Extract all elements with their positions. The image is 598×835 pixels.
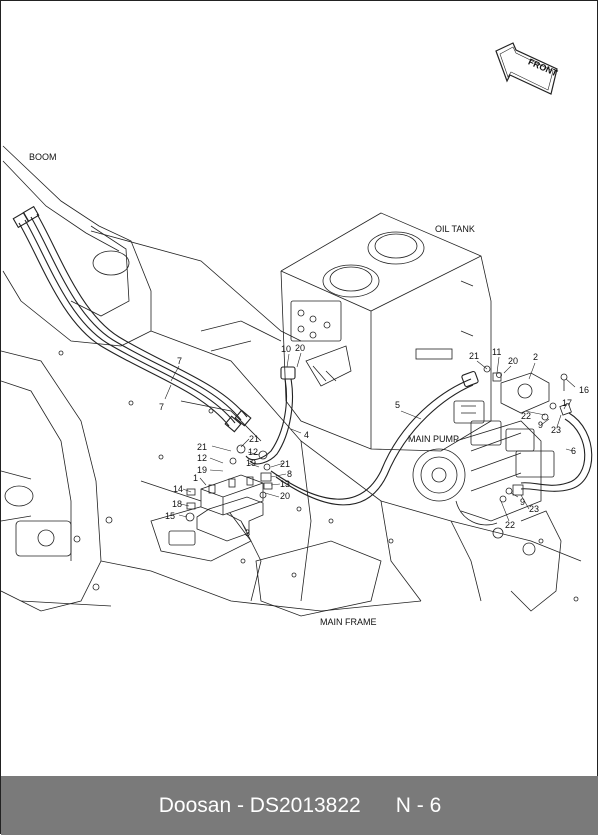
leader-lines [164, 352, 576, 532]
main-frame-label: MAIN FRAME [320, 617, 377, 627]
part-number: 12 [197, 453, 207, 463]
part-number: 22 [521, 411, 531, 421]
part-number: 21 [469, 351, 479, 361]
hose-5 [270, 370, 479, 506]
oil-tank-label: OIL TANK [435, 224, 475, 234]
hose-6 [520, 412, 593, 492]
part-number: 15 [165, 511, 175, 521]
part-number: 20 [295, 343, 305, 353]
part-number: 13 [280, 479, 290, 489]
part-number: 3 [245, 528, 250, 538]
footer-brand: Doosan [158, 793, 232, 817]
part-number: 18 [172, 499, 182, 509]
part-number: 21 [249, 434, 259, 444]
part-number: 7 [177, 356, 182, 366]
part-number: 16 [579, 385, 589, 395]
pilot-valve-block [185, 444, 273, 542]
part-number: 17 [562, 398, 572, 408]
part-number: 5 [395, 400, 400, 410]
part-number: 23 [551, 425, 561, 435]
main-pump [412, 400, 555, 539]
boom-hoses [12, 205, 252, 433]
front-arrow-icon [495, 42, 558, 95]
part-number: 20 [508, 356, 518, 366]
part-number: 10 [281, 344, 291, 354]
footer-bar: Doosan - DS2013822 N - 6 [1, 776, 598, 835]
part-number: 14 [173, 484, 183, 494]
part-number: 19 [197, 465, 207, 475]
part-number: 4 [304, 430, 309, 440]
part-number: 20 [280, 491, 290, 501]
hose-4 [245, 366, 296, 465]
part-number: 9 [520, 497, 525, 507]
part-number: 6 [571, 446, 576, 456]
part-number: 1 [193, 473, 198, 483]
part-number: 12 [248, 447, 258, 457]
part-number: 19 [246, 458, 256, 468]
part-number: 11 [492, 347, 501, 357]
boom-label: BOOM [29, 152, 57, 162]
part-number: 7 [159, 402, 164, 412]
part-number: 9 [538, 420, 543, 430]
footer-page: N - 6 [395, 793, 442, 817]
part-number: 22 [505, 520, 515, 530]
oil-tank [280, 212, 492, 452]
part-number: 8 [287, 469, 292, 479]
part-number: 23 [529, 504, 539, 514]
footer-code: DS2013822 [249, 793, 361, 817]
part-number: 21 [197, 442, 207, 452]
main-pump-label: MAIN PUMP [408, 434, 459, 444]
part-number: 21 [280, 459, 290, 469]
footer-spacer [361, 794, 396, 818]
main-frame-structure [20, 230, 582, 617]
part-number: 2 [533, 352, 538, 362]
boom-structure [1, 145, 152, 612]
footer-separator: - [231, 793, 250, 817]
hydraulic-parts-diagram: FRONT BOOM OIL TANK MAIN PUMP MAIN FRAME… [1, 42, 593, 627]
